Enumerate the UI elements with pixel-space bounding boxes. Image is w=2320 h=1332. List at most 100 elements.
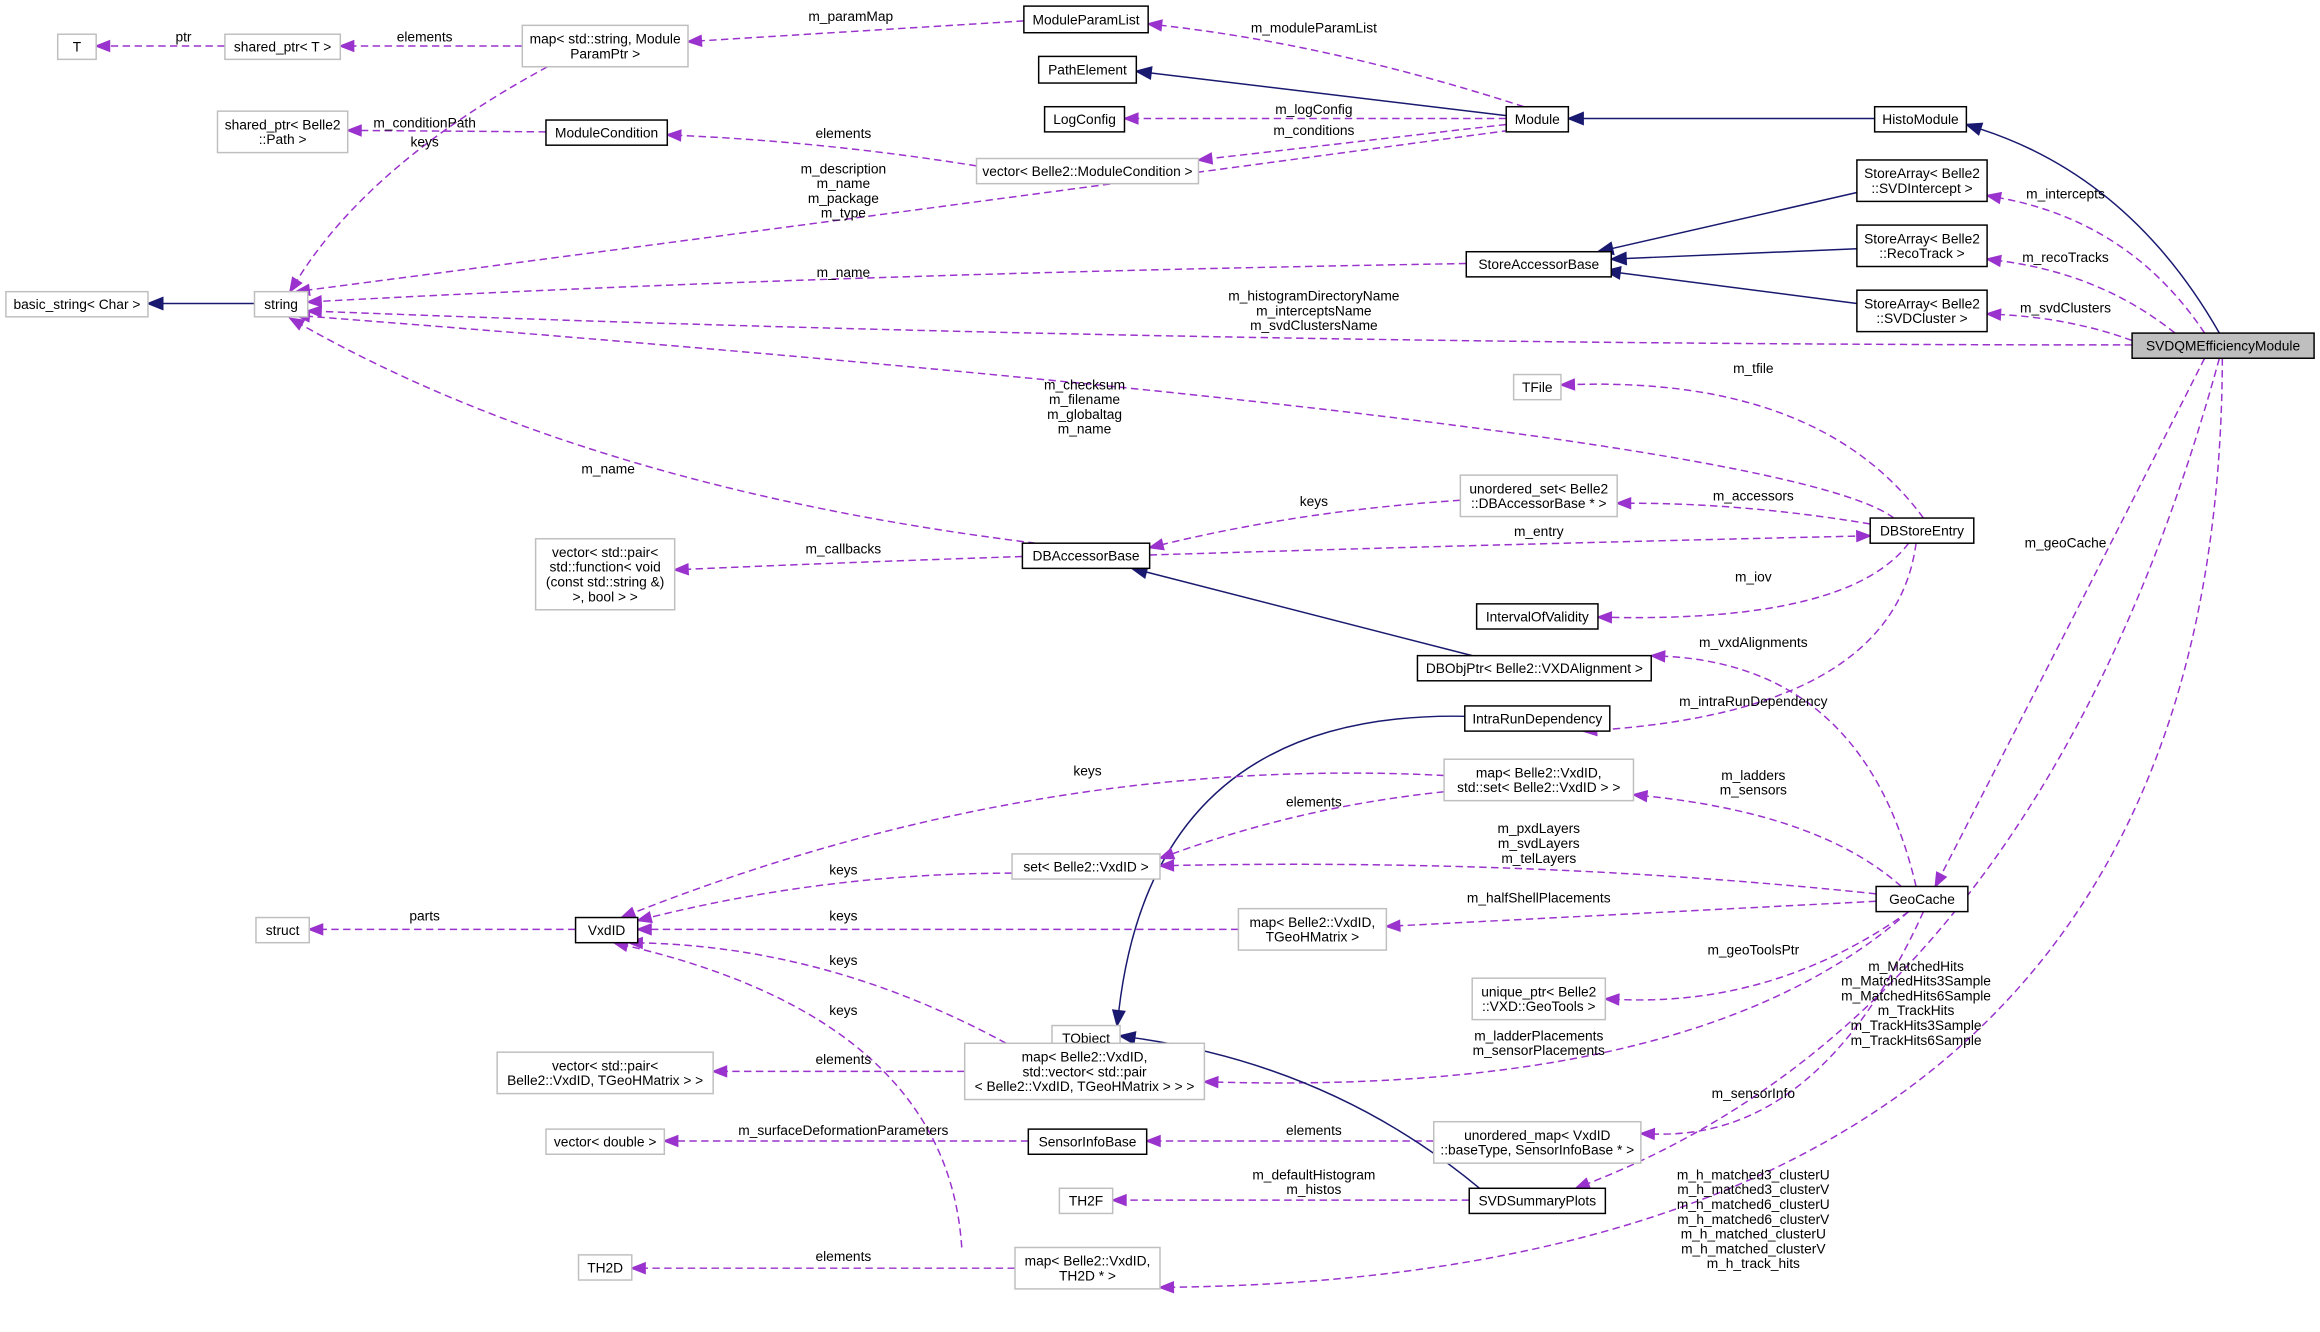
dependency-line: [650, 872, 1013, 919]
class-node-unordered-set[interactable]: unordered_set< Belle2::DBAccessorBase * …: [1459, 474, 1618, 518]
class-node-dbstore-entry[interactable]: DBStoreEntry: [1869, 517, 1975, 544]
arrowhead-icon: [1609, 251, 1628, 266]
class-node-vector-double[interactable]: vector< double >: [545, 1128, 666, 1156]
dependency-line: [296, 66, 548, 281]
class-node-struct[interactable]: struct: [255, 916, 310, 944]
class-node-module-condition[interactable]: ModuleCondition: [545, 119, 669, 146]
dependency-line: [633, 772, 1445, 914]
arrowhead-icon: [307, 923, 324, 936]
edge-geo-cache-to-unordered-map-sensor: [1638, 911, 1925, 1141]
dependency-line: [1630, 502, 1871, 525]
class-node-t[interactable]: T: [56, 33, 97, 61]
class-node-dbobj-ptr[interactable]: DBObjPtr< Belle2::VXDAlignment >: [1416, 654, 1652, 682]
class-node-intra-run-dependency[interactable]: IntraRunDependency: [1464, 705, 1611, 732]
edge-dbstore-entry-to-unordered-set: [1615, 496, 1871, 525]
node-label: Belle2::VxdID, TGeoHMatrix > >: [507, 1073, 703, 1088]
edge-dbstore-entry-to-interval-of-validity: [1595, 542, 1910, 624]
class-node-vxd-id[interactable]: VxdID: [574, 916, 639, 944]
class-node-vector-modcond[interactable]: vector< Belle2::ModuleCondition >: [975, 157, 1200, 185]
node-label: (const std::string &): [546, 575, 664, 590]
edge-label: m_accessors: [1713, 488, 1794, 503]
node-label: TFile: [1522, 380, 1553, 395]
edge-label: m_recoTracks: [2022, 250, 2109, 265]
dependency-line: [1161, 24, 1525, 108]
edge-label: elements: [1286, 1123, 1342, 1138]
arrowhead-icon: [1985, 191, 2003, 205]
class-node-map-vxd-set[interactable]: map< Belle2::VxdID,std::set< Belle2::Vxd…: [1443, 758, 1635, 802]
node-box: [2131, 332, 2315, 359]
class-node-shared-ptr-path[interactable]: shared_ptr< Belle2::Path >: [216, 110, 349, 154]
node-box: [975, 157, 1200, 185]
class-node-map-vxd-tgeo[interactable]: map< Belle2::VxdID,TGeoHMatrix >: [1237, 907, 1388, 951]
arrowhead-icon: [1384, 919, 1401, 932]
class-node-histo-module[interactable]: HistoModule: [1873, 105, 1968, 133]
dependency-line: [2000, 313, 2133, 342]
class-node-store-accessor-base[interactable]: StoreAccessorBase: [1465, 250, 1613, 278]
class-node-svdqm[interactable]: SVDQMEfficiencyModule: [2131, 332, 2315, 359]
class-node-sa-cluster[interactable]: StoreArray< Belle2::SVDCluster >: [1856, 289, 1988, 333]
arrowhead-icon: [1615, 496, 1632, 510]
edge-label: m_paramMap: [808, 9, 893, 24]
node-label: unordered_set< Belle2: [1469, 481, 1608, 496]
node-box: [1237, 907, 1388, 951]
class-node-dbaccessor-base[interactable]: DBAccessorBase: [1021, 542, 1151, 570]
class-node-sensor-info-base[interactable]: SensorInfoBase: [1027, 1128, 1148, 1156]
edge-label: m_geoToolsPtr: [1707, 943, 1799, 958]
dependency-line: [1172, 791, 1445, 855]
class-node-log-config[interactable]: LogConfig: [1043, 105, 1126, 133]
class-node-string[interactable]: string: [253, 290, 309, 318]
node-box: [1027, 1128, 1148, 1156]
arrowhead-icon: [1157, 1280, 1175, 1294]
node-label: T: [73, 40, 82, 55]
edge-label: m_svdClusters: [2020, 300, 2111, 315]
class-node-set-vxd[interactable]: set< Belle2::VxdID >: [1011, 853, 1161, 880]
node-label: vector< std::pair<: [552, 545, 658, 560]
class-node-module-param-list[interactable]: ModuleParamList: [1023, 5, 1149, 34]
class-node-map-vxd-vector[interactable]: map< Belle2::VxdID,std::vector< std::pai…: [963, 1042, 1206, 1101]
class-node-th2d[interactable]: TH2D: [577, 1254, 633, 1281]
class-node-geo-cache[interactable]: GeoCache: [1875, 885, 1969, 913]
edge-map-vxd-vector-to-vxd-id: [626, 936, 1007, 1044]
class-node-interval-of-validity[interactable]: IntervalOfValidity: [1475, 603, 1599, 630]
node-label: StoreAccessorBase: [1478, 257, 1599, 272]
edge-label: m_name: [817, 176, 871, 191]
class-node-unique-ptr-geotools[interactable]: unique_ptr< Belle2::VXD::GeoTools >: [1471, 977, 1607, 1021]
node-box: [1464, 705, 1611, 732]
class-node-vector-callbacks[interactable]: vector< std::pair<std::function< void(co…: [534, 538, 676, 611]
class-node-module[interactable]: Module: [1505, 105, 1570, 133]
class-node-th2f[interactable]: TH2F: [1058, 1187, 1114, 1215]
dependency-line: [680, 134, 977, 167]
class-node-shared-ptr-t[interactable]: shared_ptr< T >: [224, 33, 342, 61]
node-label: GeoCache: [1889, 892, 1955, 907]
dependency-line: [687, 555, 1023, 570]
node-label: set< Belle2::VxdID >: [1023, 859, 1148, 874]
edge-unordered-set-to-dbaccessor-base: [1147, 499, 1461, 551]
class-node-path-element[interactable]: PathElement: [1037, 55, 1138, 84]
class-node-map-vxd-th2d[interactable]: map< Belle2::VxdID,TH2D * >: [1014, 1246, 1161, 1290]
class-node-svdsummary-plots[interactable]: SVDSummaryPlots: [1468, 1187, 1607, 1215]
edge-sa-cluster-to-store-accessor-base: [1603, 265, 1857, 305]
class-node-vector-pair-tgeo[interactable]: vector< std::pair<Belle2::VxdID, TGeoHMa…: [496, 1051, 714, 1095]
edge-dbaccessor-base-to-vector-callbacks: [672, 555, 1023, 576]
edge-label: m_package: [808, 191, 879, 206]
edge-sa-intercept-to-store-accessor-base: [1596, 191, 1858, 256]
node-label: map< Belle2::VxdID,: [1250, 915, 1376, 930]
class-node-tfile[interactable]: TFile: [1512, 373, 1562, 401]
edge-string-to-basic-string: [145, 296, 255, 311]
node-box: [1023, 5, 1149, 34]
dependency-line: [1664, 655, 1917, 887]
class-node-sa-recotrack[interactable]: StoreArray< Belle2::RecoTrack >: [1856, 224, 1988, 268]
node-box: [963, 1042, 1206, 1101]
edge-label: m_sensorPlacements: [1473, 1043, 1605, 1058]
arrowhead-icon: [1118, 1031, 1137, 1045]
class-node-sa-intercept[interactable]: StoreArray< Belle2::SVDIntercept >: [1856, 159, 1988, 203]
dependency-line: [642, 942, 1007, 1044]
class-node-basic-string[interactable]: basic_string< Char >: [5, 290, 149, 318]
edge-sensor-info-base-to-vector-double: [662, 1134, 1029, 1148]
dependency-line: [1217, 911, 1910, 1084]
edge-label: elements: [397, 30, 453, 45]
arrowhead-icon: [1158, 847, 1176, 860]
node-label: map< std::string, Module: [530, 32, 681, 47]
class-node-unordered-map-sensor[interactable]: unordered_map< VxdID::baseType, SensorIn…: [1432, 1120, 1642, 1164]
